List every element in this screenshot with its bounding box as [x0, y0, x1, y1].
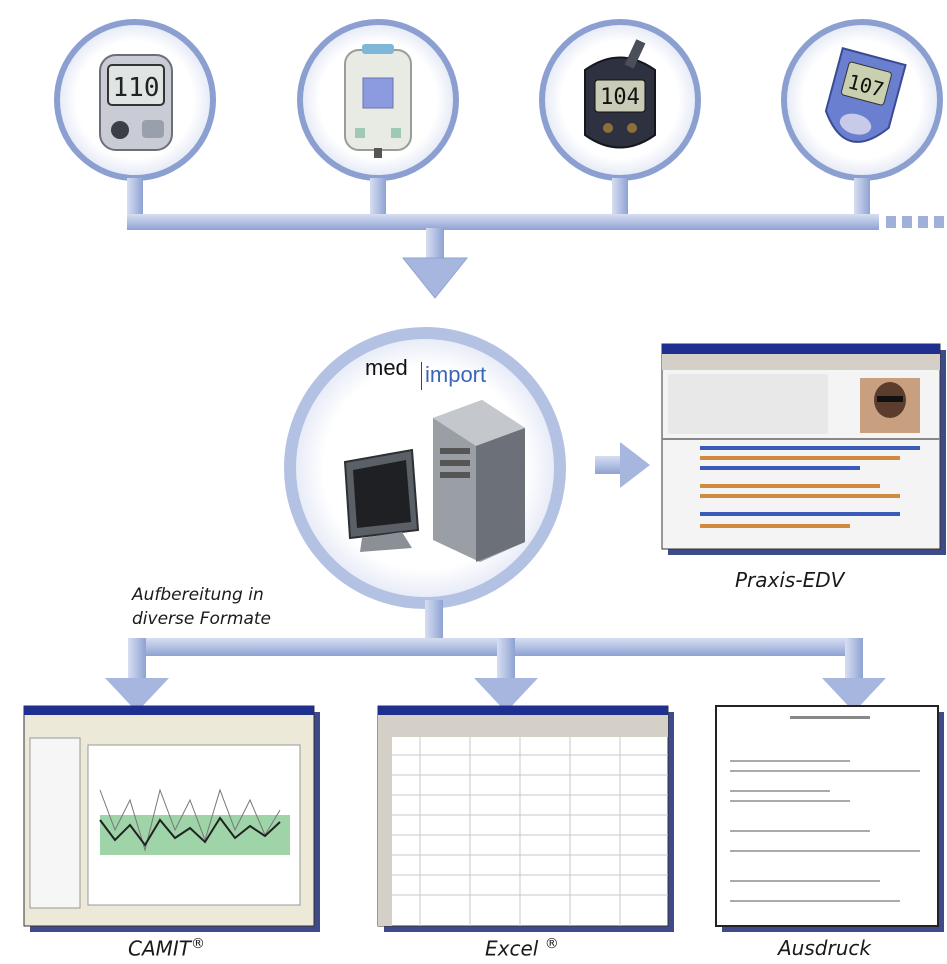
caption-camit: CAMIT®	[128, 936, 205, 961]
logo-med-text: med	[365, 355, 408, 380]
medimport-circle	[284, 327, 566, 609]
caption-praxis-edv: Praxis-EDV	[735, 568, 845, 592]
glucometer-icon: 110	[99, 54, 173, 151]
glucometer-icon: 107	[824, 47, 907, 143]
glucometer-icon: 104	[584, 39, 656, 149]
device-circle-2	[297, 19, 459, 181]
caption-excel-text: Excel	[485, 936, 539, 961]
registered-mark: ®	[544, 936, 559, 952]
camit-screenshot	[23, 705, 320, 932]
glucometer-reading: 110	[113, 73, 160, 103]
computer-icon	[343, 400, 525, 562]
arrow-to-praxis	[595, 442, 650, 488]
caption-excel: Excel ®	[485, 936, 559, 961]
glucometer-reading: 104	[600, 85, 640, 110]
logo-import-text: import	[425, 362, 487, 387]
praxis-edv-screenshot	[661, 343, 946, 555]
caption-camit-text: CAMIT	[128, 936, 192, 961]
ausdruck-printout	[715, 705, 944, 932]
device-circle-1: 110	[54, 19, 216, 181]
caption-aufbereitung: Aufbereitung in diverse Formate	[132, 583, 271, 631]
bottom-connector	[105, 600, 886, 712]
excel-screenshot	[377, 705, 674, 932]
device-circle-4: 107	[781, 19, 943, 181]
top-connector	[127, 178, 944, 299]
caption-ausdruck: Ausdruck	[778, 936, 871, 960]
caption-aufbereitung-line2: diverse Formate	[132, 609, 272, 629]
caption-aufbereitung-line1: Aufbereitung in	[132, 585, 264, 605]
logo-divider	[421, 362, 422, 390]
registered-mark: ®	[191, 936, 206, 952]
excel-grid	[392, 737, 668, 926]
glucose-sensor-icon	[344, 44, 412, 158]
device-circle-3: 104	[539, 19, 701, 181]
